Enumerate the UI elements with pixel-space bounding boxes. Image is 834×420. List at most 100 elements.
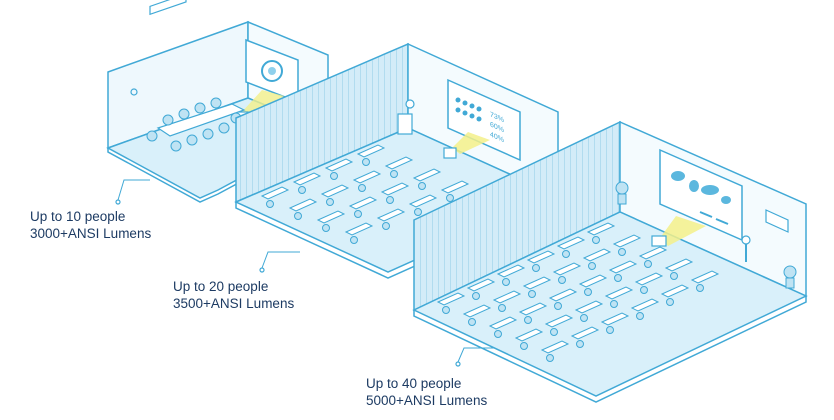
lumens-label: 3000+ANSI Lumens <box>30 226 152 241</box>
desk <box>344 222 374 236</box>
desk <box>496 264 526 278</box>
desk <box>570 326 600 340</box>
student-icon <box>330 172 338 180</box>
small-room-caption: Up to 10 people 3000+ANSI Lumens <box>30 208 151 242</box>
desk <box>634 272 664 286</box>
conference-table <box>156 103 246 137</box>
desk <box>466 278 496 292</box>
desk <box>556 236 586 250</box>
desk <box>376 208 406 222</box>
wall-clock-icon <box>130 88 138 96</box>
student-icon <box>322 224 330 232</box>
capacity-label: Up to 20 people <box>173 279 269 294</box>
wall-sign <box>765 209 789 233</box>
desk <box>384 156 414 170</box>
desk <box>440 180 470 194</box>
desk <box>540 340 570 354</box>
desk-rows <box>436 222 720 362</box>
student-icon <box>550 328 558 336</box>
student-icon <box>326 198 334 206</box>
plant-icon <box>783 265 797 289</box>
capacity-label: Up to 10 people <box>30 209 126 224</box>
desk <box>586 222 616 236</box>
student-icon <box>362 158 370 166</box>
student-icon <box>584 288 592 296</box>
projector-icon <box>651 235 667 247</box>
plant-icon <box>615 181 629 205</box>
desk <box>488 316 518 330</box>
desk <box>600 312 630 326</box>
student-icon <box>592 236 600 244</box>
desk <box>548 288 578 302</box>
desk <box>320 184 350 198</box>
desk <box>638 246 668 260</box>
student-icon <box>354 210 362 218</box>
presenter-icon <box>405 99 415 109</box>
student-icon <box>266 200 274 208</box>
desk <box>412 168 442 182</box>
air-conditioner-icon <box>149 0 187 16</box>
student-icon <box>298 186 306 194</box>
medium-room-caption: Up to 20 people 3500+ANSI Lumens <box>173 278 294 312</box>
podium <box>397 113 413 135</box>
student-icon <box>666 298 674 306</box>
lumens-label: 3500+ANSI Lumens <box>173 296 295 311</box>
desk <box>660 284 690 298</box>
student-icon <box>528 290 536 298</box>
desk <box>492 290 522 304</box>
desk <box>408 194 438 208</box>
student-icon <box>554 302 562 310</box>
desk <box>518 302 548 316</box>
student-icon <box>446 194 454 202</box>
capacity-label: Up to 40 people <box>366 376 462 391</box>
student-icon <box>498 304 506 312</box>
student-icon <box>382 222 390 230</box>
desk <box>630 298 660 312</box>
desk <box>348 196 378 210</box>
desk-rows <box>260 144 470 244</box>
desk <box>514 328 544 342</box>
student-icon <box>576 340 584 348</box>
desk <box>612 234 642 248</box>
world-map-icon <box>671 171 731 204</box>
student-icon <box>588 262 596 270</box>
student-icon <box>502 278 510 286</box>
student-icon <box>390 170 398 178</box>
desk <box>260 186 290 200</box>
student-icon <box>532 264 540 272</box>
medium-classroom: 73% 60% 40% <box>234 42 560 279</box>
desk <box>356 144 386 158</box>
student-icon <box>418 182 426 190</box>
student-icon <box>640 286 648 294</box>
desk <box>462 304 492 318</box>
desk <box>664 258 694 272</box>
student-icon <box>386 196 394 204</box>
student-icon <box>472 292 480 300</box>
desk <box>578 274 608 288</box>
desk <box>574 300 604 314</box>
desk <box>316 210 346 224</box>
desk <box>436 292 466 306</box>
desk <box>582 248 612 262</box>
student-icon <box>644 260 652 268</box>
desk <box>352 170 382 184</box>
student-icon <box>442 306 450 314</box>
student-icon <box>294 212 302 220</box>
presenter-icon <box>741 235 751 245</box>
student-icon <box>524 316 532 324</box>
student-icon <box>580 314 588 322</box>
student-icon <box>494 330 502 338</box>
student-icon <box>670 272 678 280</box>
desk <box>380 182 410 196</box>
student-icon <box>468 318 476 326</box>
medium-room-screen <box>447 78 521 162</box>
desk <box>544 314 574 328</box>
desk <box>526 250 556 264</box>
student-icon <box>358 184 366 192</box>
desk <box>292 172 322 186</box>
desk <box>288 198 318 212</box>
desk <box>522 276 552 290</box>
student-icon <box>618 248 626 256</box>
desk <box>324 158 354 172</box>
